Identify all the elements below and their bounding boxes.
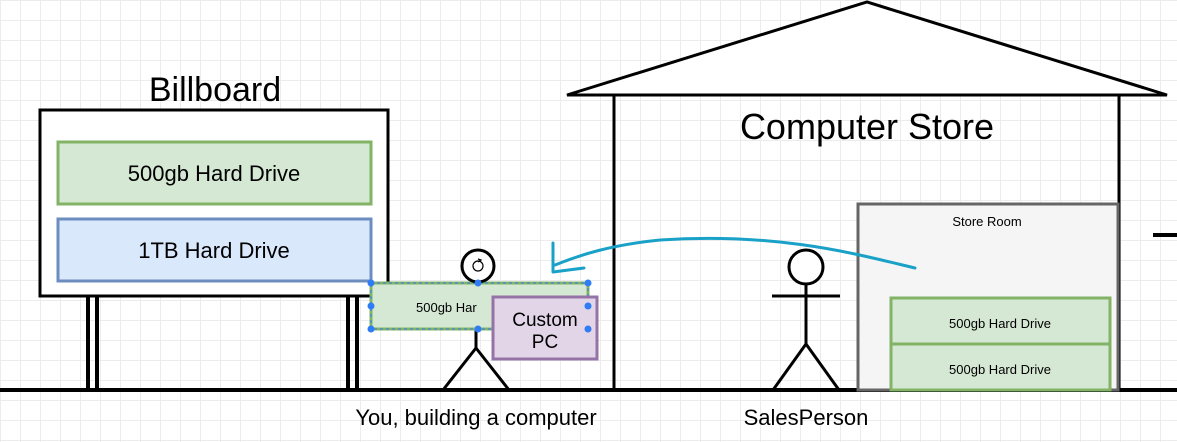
handle-middle-left[interactable]: [367, 302, 375, 310]
billboard-title: Billboard: [149, 71, 281, 109]
selection-handles[interactable]: [367, 248, 592, 333]
handle-top-right[interactable]: [584, 279, 592, 287]
rotate-icon-arrow: [477, 258, 483, 263]
billboard-item-500gb-label: 500gb Hard Drive: [128, 161, 300, 186]
handle-middle-right[interactable]: [584, 302, 592, 310]
handle-bottom-right[interactable]: [584, 325, 592, 333]
billboard-leg-left-inner: [95, 296, 99, 390]
billboard-item-1tb-label: 1TB Hard Drive: [138, 238, 290, 263]
store-room-item-2[interactable]: [889, 342, 1112, 392]
handle-top-middle[interactable]: [474, 279, 482, 287]
you-leg-right: [474, 347, 511, 391]
billboard-item-500gb-box[interactable]: [56, 140, 373, 206]
handle-bottom-left[interactable]: [367, 325, 375, 333]
you-leg-left: [441, 347, 478, 391]
custom-pc[interactable]: Custom PC: [491, 295, 599, 361]
selected-item-label: 500gb Har: [416, 300, 477, 315]
stick-figure-you[interactable]: [441, 330, 511, 391]
salesperson-label: SalesPerson: [744, 405, 869, 430]
store-roof: [566, 0, 1168, 97]
rotate-icon: [472, 260, 484, 272]
billboard[interactable]: Billboard 500gb Hard Drive 1TB Hard Driv…: [38, 71, 390, 390]
billboard-leg-left-outer: [86, 296, 90, 390]
transfer-arrow-head: [551, 241, 586, 274]
custom-pc-label-line2: PC: [532, 332, 558, 353]
handle-top-left[interactable]: [367, 279, 375, 287]
salesperson-head: [787, 248, 825, 286]
store-room-item-2-label: 500gb Hard Drive: [949, 362, 1051, 377]
salesperson-leg-left: [771, 343, 808, 391]
you-label: You, building a computer: [355, 405, 596, 430]
store-room-item-1-label: 500gb Hard Drive: [949, 316, 1051, 331]
rotate-handle[interactable]: [460, 248, 496, 284]
billboard-item-1tb-box[interactable]: [56, 217, 373, 283]
custom-pc-label-line1: Custom: [512, 310, 577, 331]
stick-figure-salesperson[interactable]: [771, 248, 841, 391]
store-title: Computer Store: [740, 106, 994, 147]
transfer-arrow[interactable]: [551, 236, 917, 274]
billboard-leg-right-inner: [355, 296, 359, 390]
store-room-label: Store Room: [952, 214, 1021, 229]
handle-bottom-middle[interactable]: [474, 325, 482, 333]
computer-store[interactable]: Computer Store Store Room 500gb Hard Dri…: [566, 0, 1177, 392]
transfer-arrow-curve: [553, 236, 917, 270]
salesperson-leg-right: [804, 343, 841, 391]
custom-pc-box[interactable]: [491, 295, 599, 361]
billboard-leg-right-outer: [346, 296, 350, 390]
